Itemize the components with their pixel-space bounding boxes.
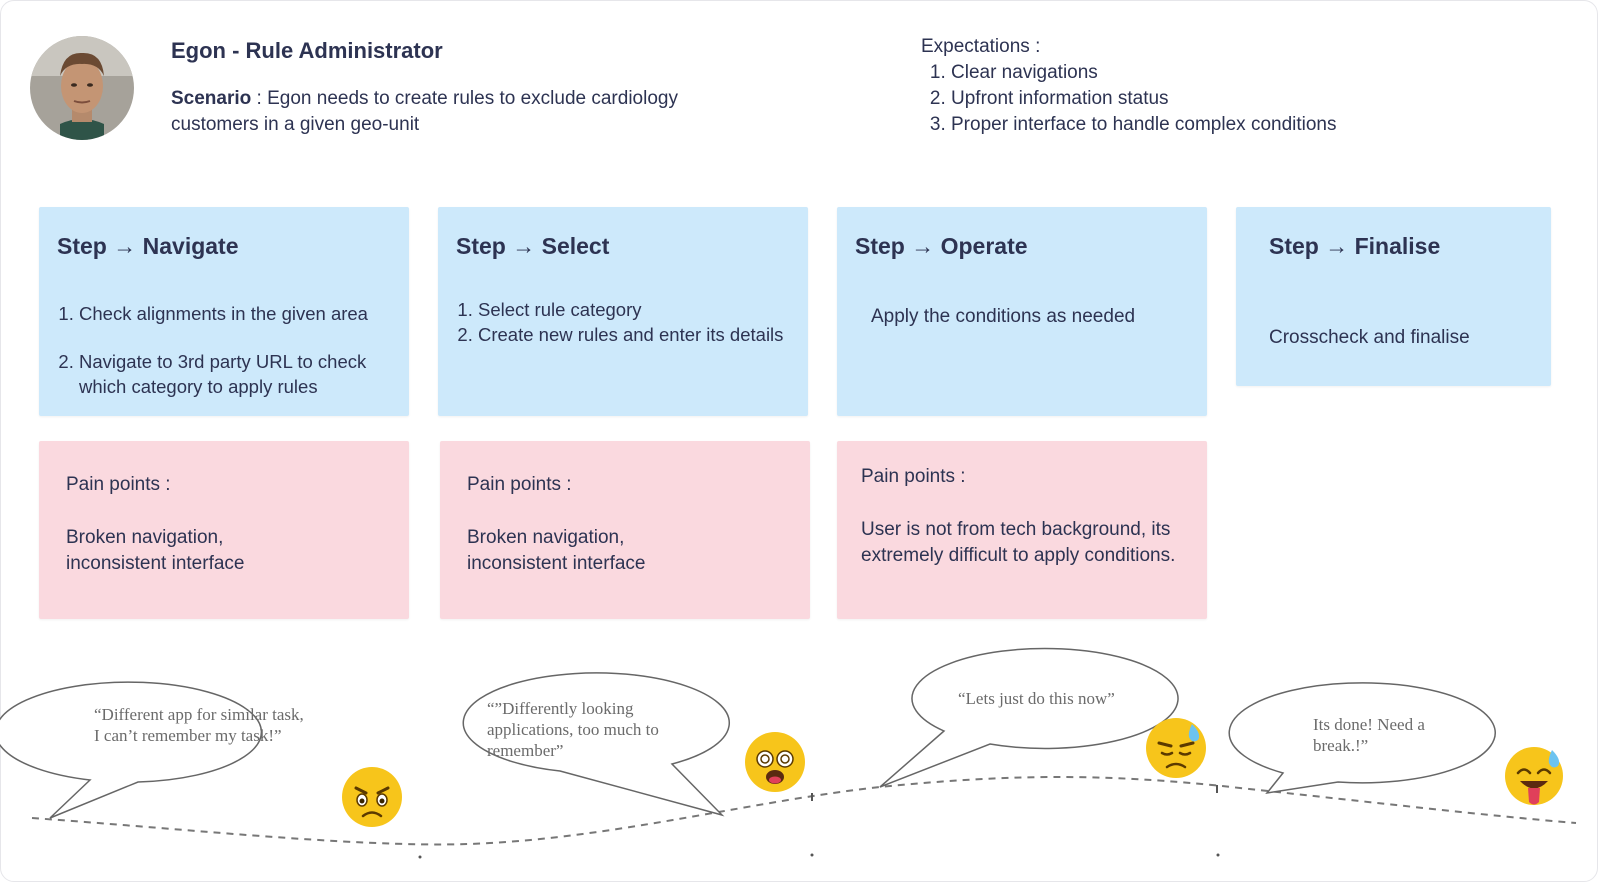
pain-label: Pain points : (861, 466, 966, 487)
happy-sweat-face-icon (1505, 747, 1563, 805)
step-list: Select rule category Create new rules an… (456, 297, 788, 347)
speech-bubble (879, 647, 1179, 788)
journey-curve (31, 776, 1577, 846)
persona-name: Egon - Rule Administrator (171, 38, 443, 63)
step-title: Step → Navigate (57, 233, 239, 259)
step-title: Step → Select (456, 233, 610, 259)
speech-bubble (1228, 682, 1496, 795)
pain-card-operate: Pain points : User is not from tech back… (837, 441, 1207, 619)
expectations-block: Expectations : Clear navigations Upfront… (921, 34, 1337, 138)
speech-bubble (0, 681, 263, 819)
scenario-text: : Egon needs to create rules to exclude … (171, 88, 678, 135)
journey-ticks (418, 785, 1220, 859)
quote-text: Its done! Need a break.!” (1313, 715, 1425, 755)
step-card-select: Step → Select Select rule category Creat… (438, 207, 808, 416)
pain-label: Pain points : (66, 474, 171, 495)
sad-sweat-face-icon (1146, 718, 1206, 778)
quote-text: “Different app for similar task, I can’t… (94, 705, 304, 745)
pain-text: Broken navigation, inconsistent interfac… (467, 527, 646, 574)
step-card-operate: Step → Operate Apply the conditions as n… (837, 207, 1207, 416)
step-item: Navigate to 3rd party URL to check which… (79, 349, 411, 399)
step-title: Step → Operate (855, 233, 1028, 259)
step-item: Create new rules and enter its details (478, 322, 788, 347)
pain-text: User is not from tech background, its ex… (861, 519, 1176, 566)
step-list: Check alignments in the given area Navig… (57, 301, 411, 399)
step-item: Select rule category (478, 297, 788, 322)
pain-card-navigate: Pain points : Broken navigation, inconsi… (39, 441, 409, 619)
quote-text: “Lets just do this now” (958, 689, 1115, 708)
step-title: Step → Finalise (1269, 233, 1441, 259)
pain-card-select: Pain points : Broken navigation, inconsi… (440, 441, 810, 619)
step-item: Check alignments in the given area (79, 301, 411, 326)
speech-bubble (462, 672, 730, 817)
scenario-label: Scenario (171, 88, 252, 109)
expectation-item: Proper interface to handle complex condi… (951, 112, 1337, 138)
pain-label: Pain points : (467, 474, 572, 495)
step-card-finalise: Step → Finalise Crosscheck and finalise (1236, 207, 1551, 386)
expectations-list: Clear navigations Upfront information st… (921, 60, 1337, 138)
expectation-item: Clear navigations (951, 60, 1337, 86)
step-text: Apply the conditions as needed (871, 306, 1136, 327)
dizzy-face-icon (745, 732, 805, 792)
angry-face-icon (342, 767, 402, 827)
persona-scenario: Scenario : Egon needs to create rules to… (171, 86, 731, 138)
expectation-item: Upfront information status (951, 86, 1337, 112)
step-text: Crosscheck and finalise (1269, 327, 1470, 348)
quote-text: “”Differently looking applications, too … (487, 699, 659, 760)
step-card-navigate: Step → Navigate Check alignments in the … (39, 207, 409, 416)
pain-text: Broken navigation, inconsistent interfac… (66, 527, 245, 574)
expectations-title: Expectations : (921, 36, 1041, 57)
